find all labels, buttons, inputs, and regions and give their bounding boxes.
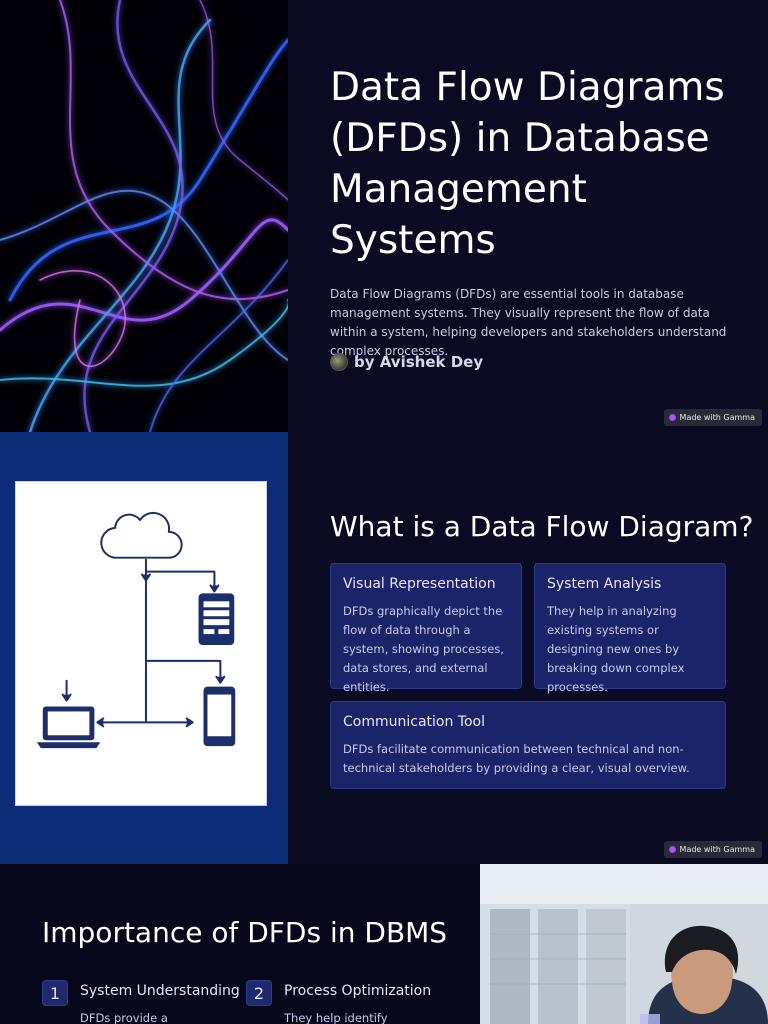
section-title: Importance of DFDs in DBMS xyxy=(42,916,448,949)
person-office-photo xyxy=(480,864,768,1024)
slide-importance: Importance of DFDs in DBMS 1 System Unde… xyxy=(0,864,768,1024)
diagram-panel xyxy=(0,432,288,864)
step-item: 1 System Understanding DFDs provide a xyxy=(42,980,240,1024)
section-title: What is a Data Flow Diagram? xyxy=(330,510,754,543)
card-communication-tool: Communication Tool DFDs facilitate commu… xyxy=(330,701,726,789)
card-text: They help in analyzing existing systems … xyxy=(547,604,685,694)
step-text: DFDs provide a xyxy=(80,1011,168,1024)
gamma-logo-icon xyxy=(668,414,676,421)
slide-title: Data Flow Diagrams (DFDs) in Database Ma… xyxy=(0,0,768,432)
dfd-illustration xyxy=(15,481,267,806)
step-item: 2 Process Optimization They help identif… xyxy=(246,980,431,1024)
badge-label: Made with Gamma xyxy=(679,413,755,422)
page-title: Data Flow Diagrams (DFDs) in Database Ma… xyxy=(330,65,725,263)
step-title: Process Optimization xyxy=(284,983,432,999)
step-number: 1 xyxy=(42,980,68,1006)
card-system-analysis: System Analysis They help in analyzing e… xyxy=(534,563,726,694)
phone-icon xyxy=(203,686,236,747)
laptop-icon xyxy=(36,706,101,749)
tablet-icon xyxy=(198,593,235,645)
badge-label: Made with Gamma xyxy=(679,845,755,854)
step-text: They help identify xyxy=(284,1011,388,1024)
cloud-icon xyxy=(100,511,183,559)
step-title: System Understanding xyxy=(80,983,240,999)
card-title: System Analysis xyxy=(547,576,662,592)
card-text: DFDs graphically depict the flow of data… xyxy=(343,604,504,694)
slide-what-is-dfd: What is a Data Flow Diagram? Visual Repr… xyxy=(0,432,768,864)
step-number: 2 xyxy=(246,980,272,1006)
card-visual-representation: Visual Representation DFDs graphically d… xyxy=(330,563,522,694)
gamma-logo-icon xyxy=(668,846,676,853)
made-with-gamma-badge[interactable]: Made with Gamma xyxy=(663,409,762,426)
card-text: DFDs facilitate communication between te… xyxy=(343,742,690,775)
abstract-light-streaks-art xyxy=(0,0,288,432)
title-description: Data Flow Diagrams (DFDs) are essential … xyxy=(330,287,727,358)
card-title: Visual Representation xyxy=(343,576,496,592)
avatar xyxy=(330,353,348,371)
author-block: by Avishek Dey xyxy=(330,353,483,371)
author-name: by Avishek Dey xyxy=(354,353,484,371)
made-with-gamma-badge[interactable]: Made with Gamma xyxy=(663,841,762,858)
card-title: Communication Tool xyxy=(343,714,485,730)
